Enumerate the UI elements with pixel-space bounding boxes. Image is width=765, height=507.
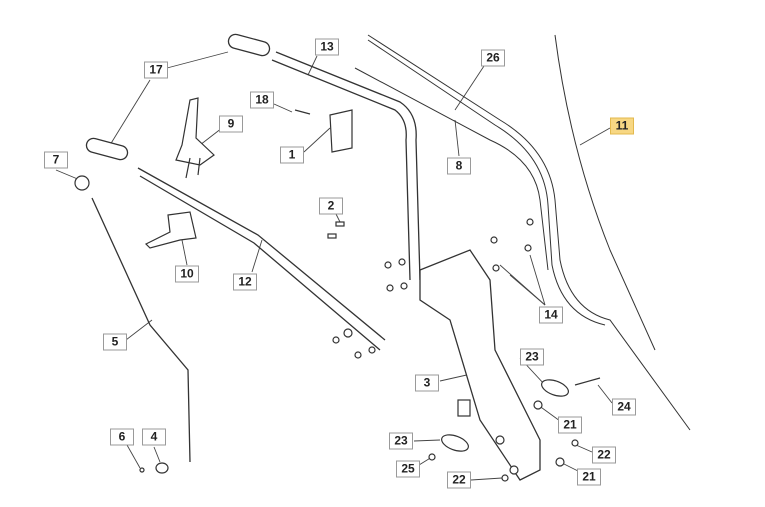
callout-13[interactable]: 13 xyxy=(315,38,339,56)
callout-17[interactable]: 17 xyxy=(144,61,168,79)
rod xyxy=(91,197,191,463)
callout-14[interactable]: 14 xyxy=(539,306,563,324)
callout-1[interactable]: 1 xyxy=(280,146,304,164)
hardware xyxy=(139,218,601,482)
lower-handlebar xyxy=(137,167,386,351)
callout-21-lower[interactable]: 21 xyxy=(577,468,601,486)
callout-22[interactable]: 22 xyxy=(592,446,616,464)
leader-lines xyxy=(55,51,613,481)
upper-handlebar xyxy=(271,51,421,281)
callout-6[interactable]: 6 xyxy=(110,428,134,446)
callout-5[interactable]: 5 xyxy=(103,333,127,351)
callout-3[interactable]: 3 xyxy=(415,374,439,392)
callout-8[interactable]: 8 xyxy=(447,157,471,175)
callout-23[interactable]: 23 xyxy=(520,348,544,366)
callout-2[interactable]: 2 xyxy=(319,197,343,215)
block xyxy=(329,109,353,153)
callout-9[interactable]: 9 xyxy=(219,115,243,133)
callout-24[interactable]: 24 xyxy=(612,398,636,416)
callout-4[interactable]: 4 xyxy=(142,428,166,446)
callout-10[interactable]: 10 xyxy=(175,265,199,283)
callout-23-lower[interactable]: 23 xyxy=(389,432,413,450)
callout-21[interactable]: 21 xyxy=(558,416,582,434)
callout-25[interactable]: 25 xyxy=(396,460,420,478)
lever xyxy=(175,97,215,179)
callout-18[interactable]: 18 xyxy=(250,91,274,109)
callout-22-lower[interactable]: 22 xyxy=(447,471,471,489)
handle-grips xyxy=(85,33,271,161)
callout-11[interactable]: 11 xyxy=(610,117,634,135)
cables xyxy=(354,34,691,431)
frame xyxy=(419,249,541,481)
callout-26[interactable]: 26 xyxy=(481,49,505,67)
control xyxy=(144,211,197,249)
knob xyxy=(74,175,90,191)
callout-7[interactable]: 7 xyxy=(44,151,68,169)
callout-12[interactable]: 12 xyxy=(233,273,257,291)
